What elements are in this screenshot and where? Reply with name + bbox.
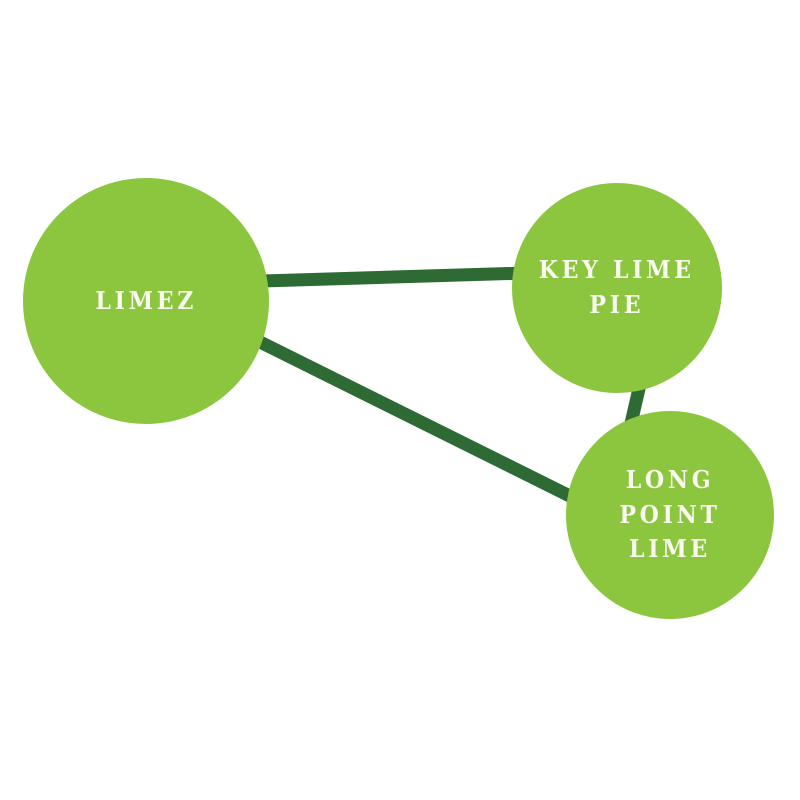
node-label-line: POINT: [619, 499, 721, 529]
node-label-limez: LIMEZ: [95, 284, 197, 319]
node-label-line: KEY LIME: [538, 255, 696, 285]
node-limez: LIMEZ: [23, 178, 269, 424]
node-long-point-lime: LONG POINT LIME: [566, 411, 774, 619]
edge-limez--key-lime-pie: [229, 265, 561, 289]
node-label-key-lime-pie: KEY LIME PIE: [539, 253, 695, 323]
node-label-line: LONG: [625, 464, 715, 494]
edge-limez--long-point-lime: [247, 331, 613, 522]
node-label-line: LIME: [629, 534, 711, 564]
node-label-long-point-lime: LONG POINT LIME: [619, 463, 720, 567]
node-key-lime-pie: KEY LIME PIE: [512, 183, 722, 393]
node-label-line: PIE: [589, 290, 645, 319]
node-label-line: LIMEZ: [95, 285, 197, 315]
